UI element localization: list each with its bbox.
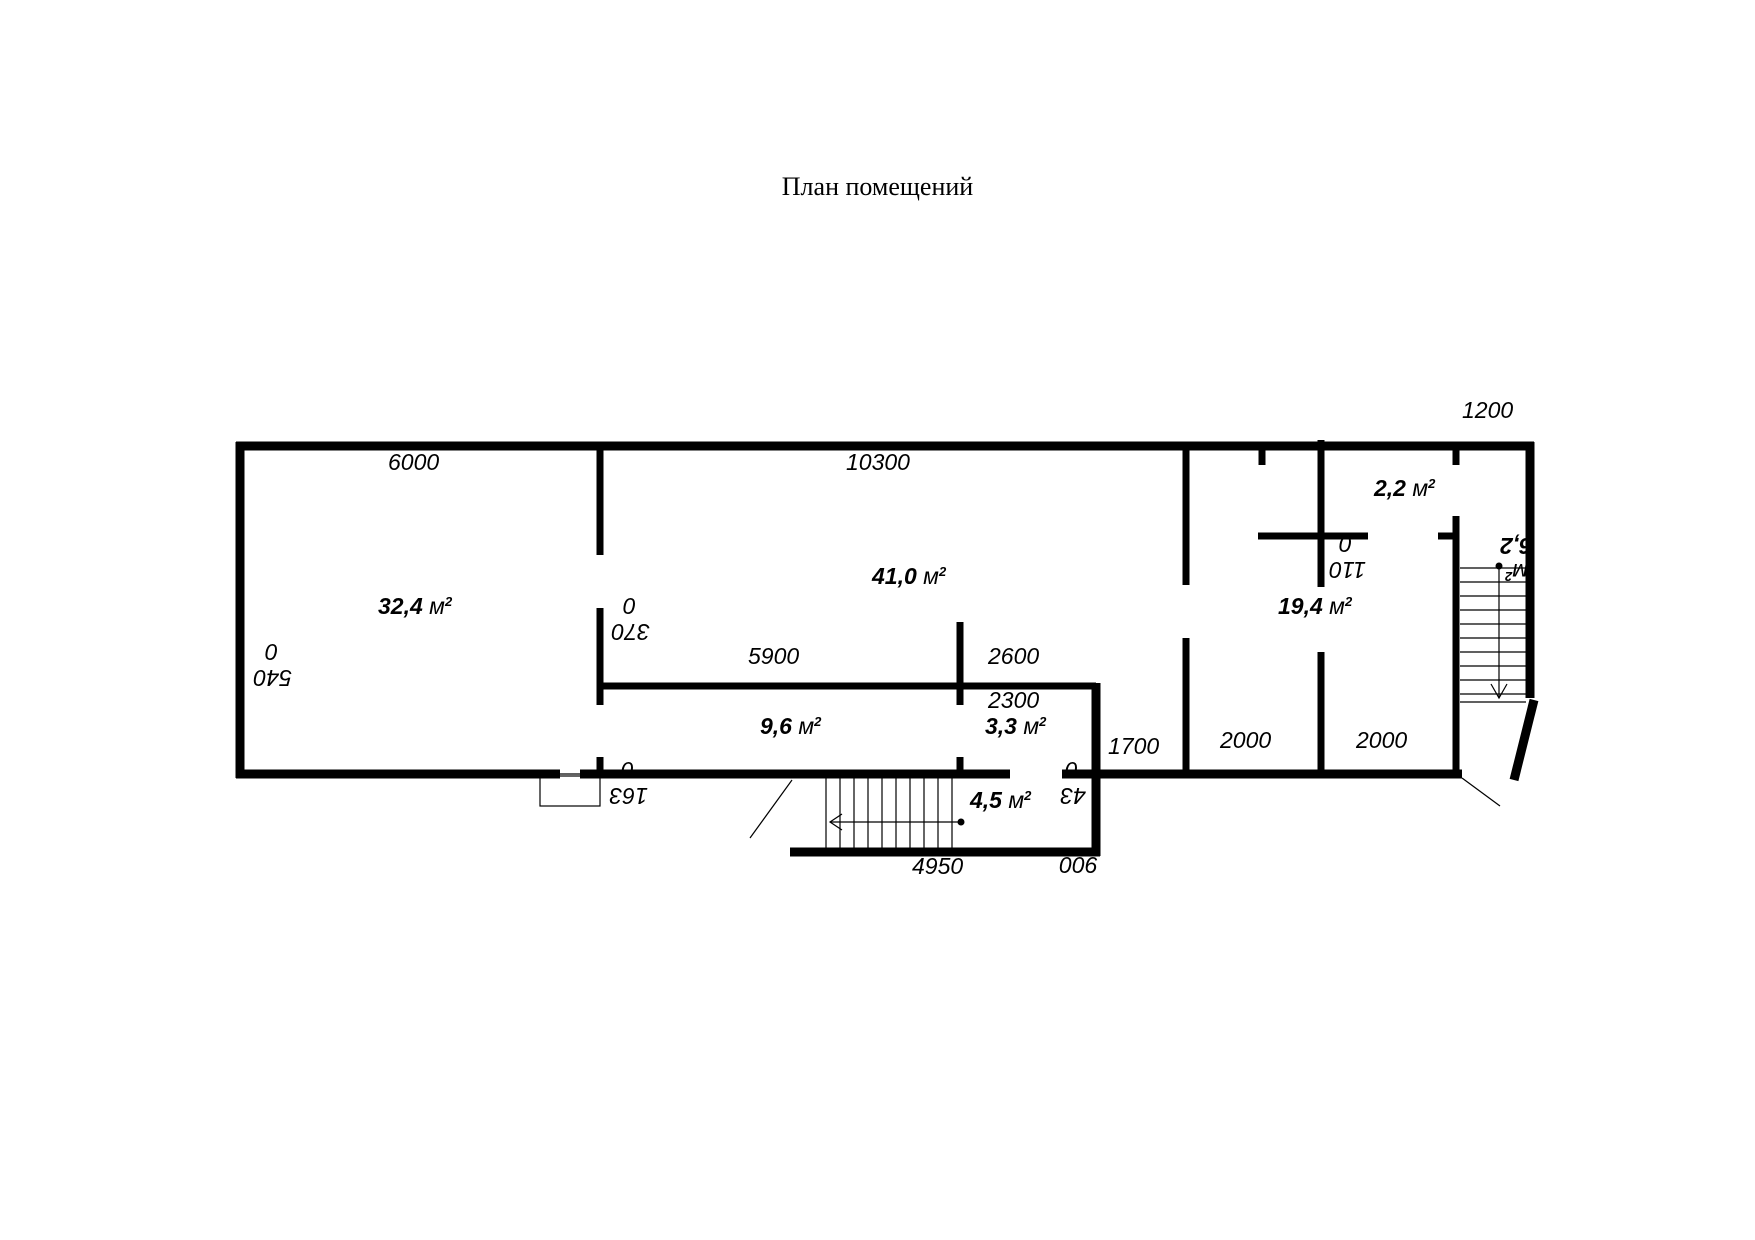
svg-text:0: 0 (623, 593, 636, 619)
svg-text:163: 163 (609, 783, 648, 809)
dim-6000: 6000 (388, 449, 439, 475)
room-area-1: 32,4 м2 (378, 593, 453, 619)
svg-text:110: 110 (1329, 557, 1366, 583)
dim-1200: 1200 (1462, 397, 1513, 423)
dim-2000-b: 2000 (1355, 727, 1407, 753)
room-area-2: 41,0 м2 (871, 563, 947, 589)
stairs-bottom (825, 778, 965, 848)
svg-text:0: 0 (1339, 531, 1352, 557)
dim-1630: 163 0 (609, 757, 648, 809)
dim-4950: 4950 (912, 853, 963, 879)
dim-5900: 5900 (748, 643, 799, 669)
room-area-3: 9,6 м2 (760, 713, 822, 739)
dim-900: 900 (1059, 852, 1098, 878)
room-area-5: 4,5 м2 (969, 787, 1032, 813)
plan-title: План помещений (781, 172, 974, 201)
room-area-7: 2,2 м2 (1373, 475, 1436, 501)
thin-details (539, 773, 1501, 839)
dim-3700: 370 0 (611, 593, 650, 645)
svg-text:0: 0 (265, 639, 278, 665)
dim-2000-a: 2000 (1219, 727, 1271, 753)
svg-text:43: 43 (1060, 783, 1086, 809)
outer-walls (235, 441, 1539, 857)
room-area-8-unit: м2 (1504, 559, 1528, 585)
dim-1700: 1700 (1108, 733, 1159, 759)
dim-5400: 540 0 (253, 639, 292, 691)
room-area-8: 6,2 (1500, 533, 1532, 559)
svg-text:0: 0 (621, 757, 634, 783)
dim-2300: 2300 (987, 687, 1039, 713)
room-area-6: 19,4 м2 (1278, 593, 1353, 619)
dim-430: 43 0 (1060, 757, 1086, 809)
room-area-4: 3,3 м2 (985, 713, 1047, 739)
svg-text:0: 0 (1065, 757, 1078, 783)
partitions (596, 440, 1460, 774)
dim-1100: 110 0 (1329, 531, 1366, 583)
dim-10300: 10300 (846, 449, 910, 475)
svg-text:540: 540 (253, 665, 292, 691)
svg-text:370: 370 (611, 619, 650, 645)
stairs-right (1460, 562, 1526, 703)
dim-2600: 2600 (987, 643, 1039, 669)
